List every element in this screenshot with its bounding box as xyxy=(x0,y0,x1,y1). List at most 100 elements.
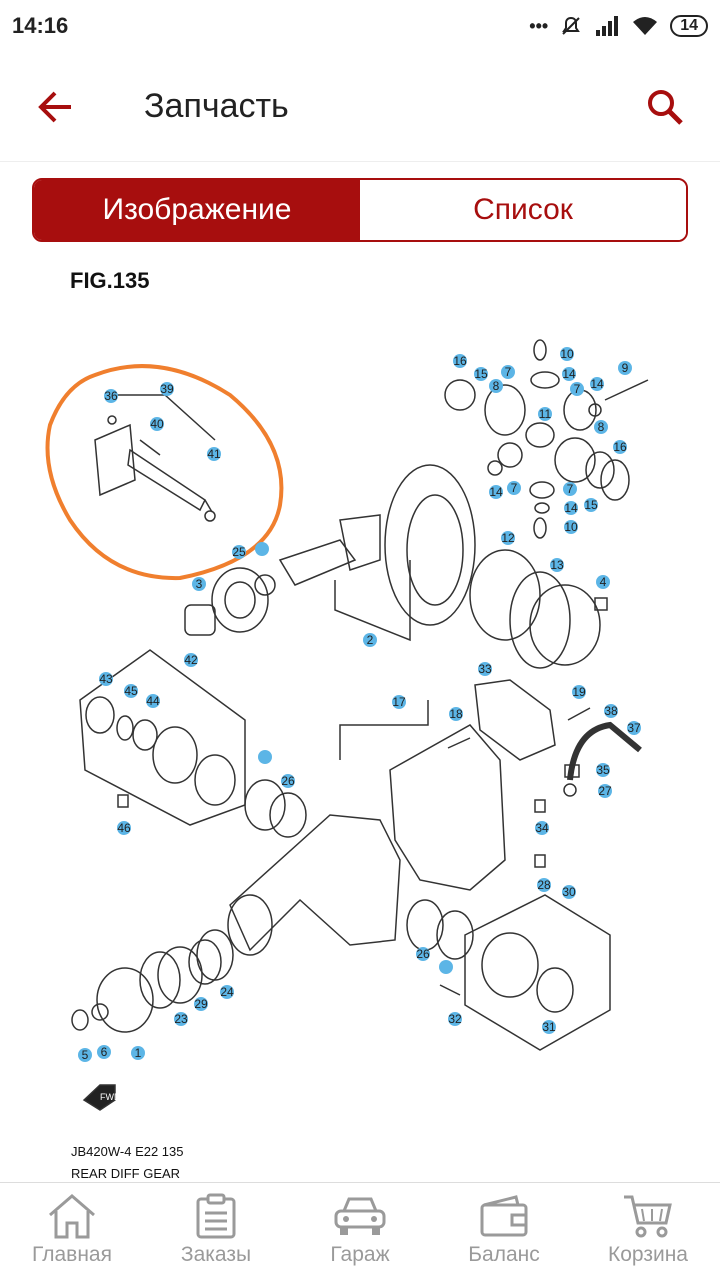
callout-8b: 8 xyxy=(594,420,608,434)
svg-text:27: 27 xyxy=(598,784,612,798)
callout-39: 39 xyxy=(160,382,174,396)
svg-text:11: 11 xyxy=(539,407,552,421)
svg-text:14: 14 xyxy=(590,377,604,391)
svg-text:7: 7 xyxy=(505,365,512,379)
callout-blank2 xyxy=(258,750,272,764)
callout-35: 35 xyxy=(596,763,610,777)
svg-text:2: 2 xyxy=(367,633,374,647)
svg-text:14: 14 xyxy=(489,485,503,499)
status-icons: ••• 14 xyxy=(529,15,708,37)
svg-text:44: 44 xyxy=(146,694,160,708)
callout-10a: 10 xyxy=(560,347,574,361)
callout-45: 45 xyxy=(124,684,138,698)
callout-12: 12 xyxy=(501,531,515,545)
tab-image[interactable]: Изображение xyxy=(34,180,360,240)
callout-5: 5 xyxy=(78,1048,92,1062)
callout-1: 1 xyxy=(131,1046,145,1060)
svg-text:14: 14 xyxy=(562,367,576,381)
nav-item-orders[interactable]: Заказы xyxy=(144,1183,288,1280)
nav-item-garage[interactable]: Гараж xyxy=(288,1183,432,1280)
svg-text:17: 17 xyxy=(392,695,406,709)
callout-36: 36 xyxy=(104,389,118,403)
svg-text:12: 12 xyxy=(501,531,515,545)
parts-diagram[interactable]: 36 39 40 41 16 15 7 8 10 14 14 9 7 11 8 … xyxy=(40,258,680,1178)
callout-11: 11 xyxy=(538,407,552,421)
back-button[interactable] xyxy=(0,52,110,162)
callout-7b: 7 xyxy=(570,382,584,396)
svg-text:40: 40 xyxy=(150,417,164,431)
diagram-caption-code: JB420W-4 E22 135 xyxy=(71,1144,184,1159)
wifi-icon xyxy=(632,15,658,37)
callout-40: 40 xyxy=(150,417,164,431)
svg-text:26: 26 xyxy=(416,947,430,961)
nav-item-cart[interactable]: Корзина xyxy=(576,1183,720,1280)
callout-27: 27 xyxy=(598,784,612,798)
fwd-label: FWD xyxy=(100,1092,121,1102)
callout-46: 46 xyxy=(117,821,131,835)
svg-text:34: 34 xyxy=(535,821,549,835)
callout-10b: 10 xyxy=(564,520,578,534)
svg-text:31: 31 xyxy=(542,1020,556,1034)
svg-text:15: 15 xyxy=(474,367,488,381)
svg-text:43: 43 xyxy=(99,672,113,686)
callout-blank3 xyxy=(439,960,453,974)
callout-2: 2 xyxy=(363,633,377,647)
nav-item-balance[interactable]: Баланс xyxy=(432,1183,576,1280)
callout-15a: 15 xyxy=(474,367,488,381)
callout-24: 24 xyxy=(220,985,234,999)
signal-icon xyxy=(594,15,620,37)
svg-text:24: 24 xyxy=(220,985,234,999)
svg-text:32: 32 xyxy=(448,1012,462,1026)
svg-text:16: 16 xyxy=(613,440,627,454)
svg-text:16: 16 xyxy=(453,354,467,368)
tab-list[interactable]: Список xyxy=(360,180,686,240)
callout-33: 33 xyxy=(478,662,492,676)
nav-label-cart: Корзина xyxy=(608,1243,688,1266)
callout-26b: 26 xyxy=(416,947,430,961)
nav-item-home[interactable]: Главная xyxy=(0,1183,144,1280)
callout-14a: 14 xyxy=(562,367,576,381)
callout-7c: 7 xyxy=(507,481,521,495)
more-dots-icon: ••• xyxy=(529,15,549,36)
svg-text:45: 45 xyxy=(124,684,138,698)
svg-text:6: 6 xyxy=(101,1045,108,1059)
svg-text:37: 37 xyxy=(627,721,641,735)
svg-text:42: 42 xyxy=(184,653,198,667)
svg-text:14: 14 xyxy=(564,501,578,515)
callout-14b: 14 xyxy=(590,377,604,391)
fig-title: FIG.135 xyxy=(70,268,150,293)
callout-29: 29 xyxy=(194,997,208,1011)
svg-text:10: 10 xyxy=(560,347,574,361)
nav-label-garage: Гараж xyxy=(330,1243,390,1266)
callout-23: 23 xyxy=(174,1012,188,1026)
callout-16a: 16 xyxy=(453,354,467,368)
view-tabs: Изображение Список xyxy=(32,178,688,242)
callout-6: 6 xyxy=(97,1045,111,1059)
car-icon xyxy=(334,1197,386,1235)
nav-label-orders: Заказы xyxy=(180,1243,252,1266)
svg-text:35: 35 xyxy=(596,763,610,777)
callout-13: 13 xyxy=(550,558,564,572)
callout-37: 37 xyxy=(627,721,641,735)
orders-icon xyxy=(196,1193,236,1239)
callout-32: 32 xyxy=(448,1012,462,1026)
svg-text:36: 36 xyxy=(104,389,118,403)
svg-text:46: 46 xyxy=(117,821,131,835)
arrow-back-icon xyxy=(38,91,71,122)
callout-38: 38 xyxy=(604,704,618,718)
svg-text:3: 3 xyxy=(196,577,203,591)
callout-28: 28 xyxy=(537,878,551,892)
callout-14c: 14 xyxy=(489,485,503,499)
callout-7d: 7 xyxy=(563,482,577,496)
callout-25: 25 xyxy=(232,545,246,559)
callout-41: 41 xyxy=(207,447,221,461)
search-button[interactable] xyxy=(610,52,720,162)
svg-text:13: 13 xyxy=(550,558,564,572)
bottom-nav: Главная Заказы Гараж Баланс xyxy=(0,1182,720,1280)
svg-text:10: 10 xyxy=(564,520,578,534)
callout-15b: 15 xyxy=(584,498,598,512)
status-bar: 14:16 ••• 14 xyxy=(0,0,720,52)
cart-icon xyxy=(624,1195,672,1238)
callout-16b: 16 xyxy=(613,440,627,454)
svg-text:28: 28 xyxy=(537,878,551,892)
